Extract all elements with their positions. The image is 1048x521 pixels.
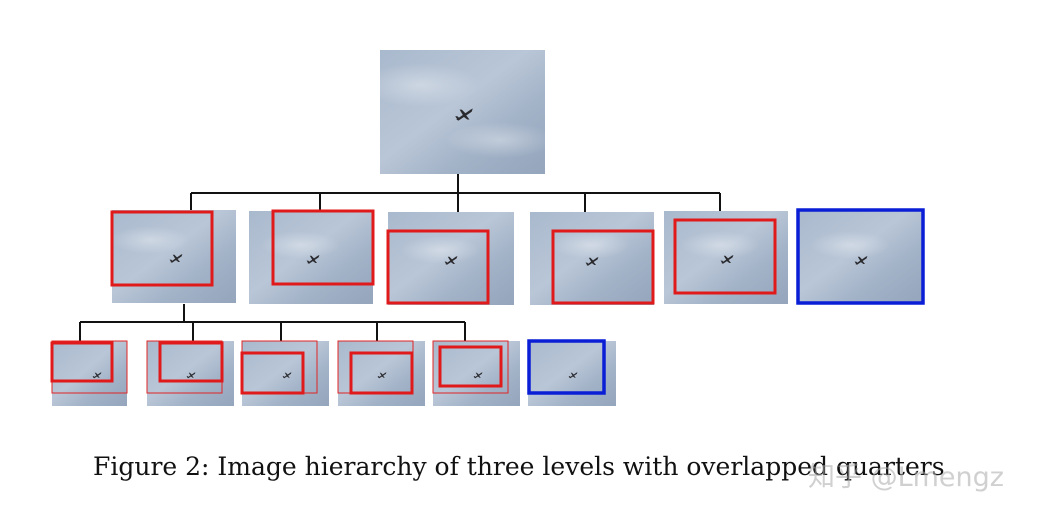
- level2-image-3: [386, 212, 514, 305]
- crop-box: [349, 351, 414, 395]
- full-image-box: [527, 339, 606, 395]
- level3-image-5: [432, 340, 520, 406]
- crop-box: [110, 210, 214, 287]
- level3-image-3: [240, 340, 329, 406]
- level2-image-full: [796, 208, 925, 305]
- crop-box: [551, 229, 655, 305]
- level2-image-4: [530, 212, 655, 305]
- level2-image-2: [249, 209, 375, 304]
- quarter-outline: [432, 340, 509, 394]
- level2-image-1: [110, 210, 236, 303]
- level2-image-5: [664, 211, 788, 304]
- crop-box: [50, 341, 114, 383]
- crop-box: [673, 218, 777, 295]
- full-image-box: [796, 208, 925, 305]
- crop-box: [158, 341, 224, 383]
- level1-root-image: [360, 50, 555, 174]
- figure-caption: Figure 2: Image hierarchy of three level…: [93, 452, 945, 481]
- level3-image-4: [337, 340, 425, 406]
- crop-box: [386, 229, 490, 305]
- watermark-text: 知乎 @Lmengz: [808, 462, 1004, 493]
- crop-box: [271, 209, 375, 286]
- level2-connectors: [79, 304, 466, 341]
- level3-image-1: [50, 340, 128, 406]
- level3-image-full: [527, 339, 616, 406]
- crop-box: [438, 345, 503, 388]
- level1-connectors: [190, 174, 721, 212]
- level3-image-2: [146, 340, 234, 406]
- crop-box: [240, 351, 305, 395]
